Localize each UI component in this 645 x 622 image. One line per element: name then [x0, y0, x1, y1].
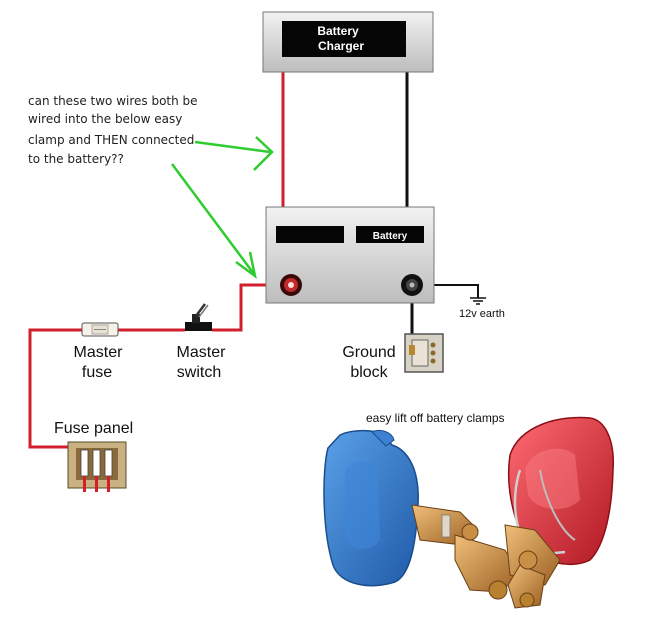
earth-label: 12v earth [459, 308, 505, 320]
battery-positive-terminal [280, 274, 302, 296]
battery-charger: Battery Charger [262, 11, 434, 73]
clamps-label: easy lift off battery clamps [366, 411, 505, 425]
question-line4: to the battery?? [28, 152, 124, 166]
master-switch-label-line1: Master [177, 344, 227, 361]
blue-battery-clamp [323, 429, 521, 600]
battery-black-panel [276, 226, 344, 243]
fuse-panel-label: Fuse panel [54, 420, 133, 437]
master-switch-label-line2: switch [177, 364, 221, 381]
charger-label-line2: Charger [318, 39, 364, 53]
red-battery-clamp [504, 416, 614, 609]
charger-label-line1: Battery [317, 24, 359, 38]
question-note: can these two wires both be wired into t… [28, 94, 198, 166]
battery-negative-terminal [401, 274, 423, 296]
green-arrow-to-positive-terminal [170, 163, 257, 279]
master-fuse-label-line1: Master [74, 344, 124, 361]
earth-symbol-icon [470, 297, 486, 305]
battery-label: Battery [373, 231, 408, 242]
green-arrow-to-charger-wire [194, 136, 274, 171]
fuse-panel-icon [67, 441, 127, 492]
ground-block [404, 333, 444, 373]
ground-block-label-line1: Ground [342, 344, 395, 361]
master-fuse-label-line2: fuse [82, 364, 112, 381]
master-fuse-icon [81, 322, 119, 337]
question-line2: wired into the below easy [28, 112, 182, 126]
question-line3: clamp and THEN connected [28, 133, 194, 147]
ground-block-label-line2: block [350, 364, 388, 381]
master-switch-icon [185, 303, 212, 331]
battery: Battery [265, 206, 435, 304]
fuse-to-panel-wire [28, 328, 82, 449]
question-line1: can these two wires both be [28, 94, 198, 108]
